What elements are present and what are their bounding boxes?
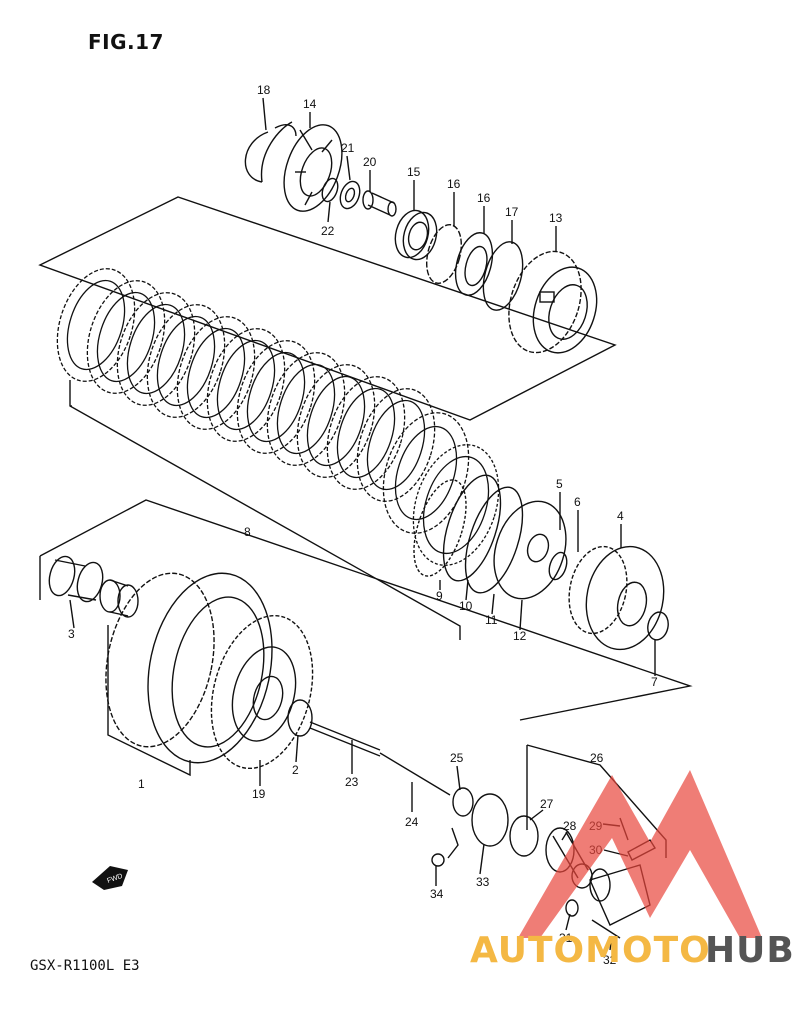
callout-7: 7 (651, 675, 658, 689)
callout-8: 8 (244, 525, 251, 539)
fwd-arrow-icon: FWD (92, 866, 128, 890)
callout-23: 23 (345, 775, 359, 789)
hub-box (39, 499, 693, 721)
callout-31: 31 (559, 931, 573, 945)
plate-12 (493, 500, 567, 600)
push-rod-23 (309, 721, 381, 751)
washer-6 (548, 551, 568, 581)
ring-11 (464, 486, 524, 594)
callout-1: 1 (138, 777, 145, 791)
gear-19 (210, 614, 314, 770)
watermark-logo-icon (518, 770, 762, 938)
callout-16b: 16 (477, 191, 491, 205)
spring-seat-16a (426, 224, 462, 284)
watermark-text-part1: AUTOMOTO (470, 930, 711, 971)
spacer (99, 579, 139, 618)
callout-9: 9 (436, 589, 443, 603)
seal-25 (452, 787, 474, 817)
callout-32: 32 (603, 953, 617, 967)
oil-seal-27 (509, 815, 539, 857)
callout-20: 20 (363, 155, 377, 169)
bearing-21 (339, 180, 361, 210)
callout-18: 18 (257, 83, 271, 97)
plate-9 (413, 479, 467, 577)
callout-15: 15 (407, 165, 421, 179)
callout-11: 11 (485, 613, 498, 627)
callout-10: 10 (459, 599, 473, 613)
callout-28: 28 (563, 819, 577, 833)
bearing-15 (394, 209, 438, 261)
callout-25: 25 (450, 751, 464, 765)
bolt-31 (565, 899, 579, 917)
callout-21: 21 (341, 141, 355, 155)
callout-13: 13 (549, 211, 563, 225)
watermark-text-part2: HUB (705, 930, 795, 971)
plate-10 (442, 474, 502, 582)
callout-6: 6 (574, 495, 581, 509)
callout-22: 22 (321, 224, 335, 238)
callout-33: 33 (476, 875, 490, 889)
callout-14: 14 (303, 97, 317, 111)
bolt-32 (591, 919, 621, 939)
sleeve-hub-13 (508, 250, 598, 354)
spring-16b (454, 232, 494, 296)
callout-26: 26 (590, 751, 604, 765)
washer-7 (647, 611, 669, 641)
callout-2: 2 (292, 763, 299, 777)
cover-33 (471, 793, 509, 847)
clutch-hub-4 (568, 545, 665, 651)
callout-19: 19 (252, 787, 266, 801)
callout-4: 4 (617, 509, 624, 523)
callout-24: 24 (405, 815, 419, 829)
figure-title: FIG.17 (88, 30, 164, 54)
push-rod-24 (379, 752, 451, 796)
callout-3: 3 (68, 627, 75, 641)
callout-34: 34 (430, 887, 444, 901)
pusher-disc-2 (287, 699, 313, 737)
needle-bearing-3 (48, 555, 104, 603)
callout-12: 12 (513, 629, 527, 643)
washer-22 (321, 177, 339, 203)
model-code: GSX-R1100L E3 (30, 958, 140, 974)
callout-27: 27 (540, 797, 554, 811)
pressure-plate-14 (283, 124, 343, 212)
callout-17: 17 (505, 205, 519, 219)
clutch-plate-stack (56, 268, 500, 566)
push-piece-20 (362, 190, 397, 217)
bolt-34 (431, 853, 445, 867)
callout-16a: 16 (447, 177, 461, 191)
callout-5: 5 (556, 477, 563, 491)
